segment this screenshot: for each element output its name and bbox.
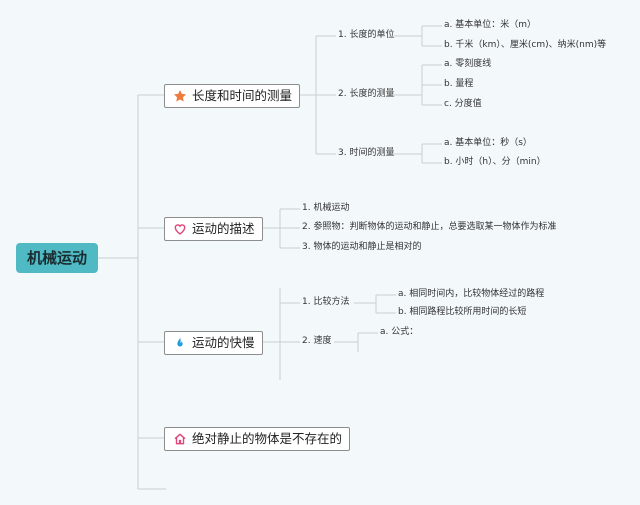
list-item[interactable]: b. 千米（km）、厘米(cm)、纳米(nm)等 [444, 40, 607, 50]
connector-spine [137, 95, 166, 490]
list-item[interactable]: b. 小时（h）、分（min） [444, 157, 546, 167]
topic-speed[interactable]: 2. 速度 [302, 336, 332, 346]
connector-b1-c2 [394, 64, 442, 106]
list-item[interactable]: 3. 物体的运动和静止是相对的 [302, 242, 422, 252]
list-item[interactable]: a. 公式： [380, 327, 419, 337]
branch-motion-description[interactable]: 运动的描述 [164, 217, 263, 241]
flame-icon [173, 336, 187, 350]
branch-label: 绝对静止的物体是不存在的 [192, 430, 343, 446]
topic-length-measure[interactable]: 2. 长度的测量 [338, 89, 395, 99]
topic-time-measure[interactable]: 3. 时间的测量 [338, 148, 395, 158]
list-item[interactable]: a. 基本单位：米（m） [444, 20, 537, 30]
root-label: 机械运动 [26, 248, 87, 267]
branch-motion-speed[interactable]: 运动的快慢 [164, 331, 263, 355]
branch-absolute-rest[interactable]: 绝对静止的物体是不存在的 [164, 427, 351, 451]
list-item[interactable]: b. 相同路程比较所用时间的长短 [398, 307, 527, 317]
topic-comparison-method[interactable]: 1. 比较方法 [302, 297, 350, 307]
connector-b2 [260, 208, 300, 249]
list-item[interactable]: c. 分度值 [444, 99, 482, 109]
list-item[interactable]: a. 相同时间内，比较物体经过的路程 [398, 289, 545, 299]
connector-b1-spine [295, 35, 336, 155]
connector-b3-c2 [334, 332, 378, 352]
star-icon [173, 89, 187, 103]
connector-b3-c1 [354, 294, 396, 314]
house-icon [173, 432, 187, 446]
list-item[interactable]: 1. 机械运动 [302, 203, 350, 213]
branch-length-time[interactable]: 长度和时间的测量 [164, 84, 301, 108]
root-node[interactable]: 机械运动 [16, 243, 98, 273]
topic-length-unit[interactable]: 1. 长度的单位 [338, 30, 395, 40]
list-item[interactable]: a. 基本单位：秒（s） [444, 138, 532, 148]
list-item[interactable]: 2. 参照物：判断物体的运动和静止，总要选取某一物体作为标准 [302, 222, 557, 232]
branch-label: 长度和时间的测量 [192, 87, 293, 103]
connector-b3 [260, 288, 300, 380]
connector-b1-c3 [394, 143, 442, 164]
branch-label: 运动的描述 [192, 220, 255, 236]
list-item[interactable]: a. 零刻度线 [444, 59, 492, 69]
branch-label: 运动的快慢 [192, 334, 255, 350]
list-item[interactable]: b. 量程 [444, 79, 474, 89]
connector-b1-c1 [394, 25, 442, 47]
heart-icon [173, 222, 187, 236]
